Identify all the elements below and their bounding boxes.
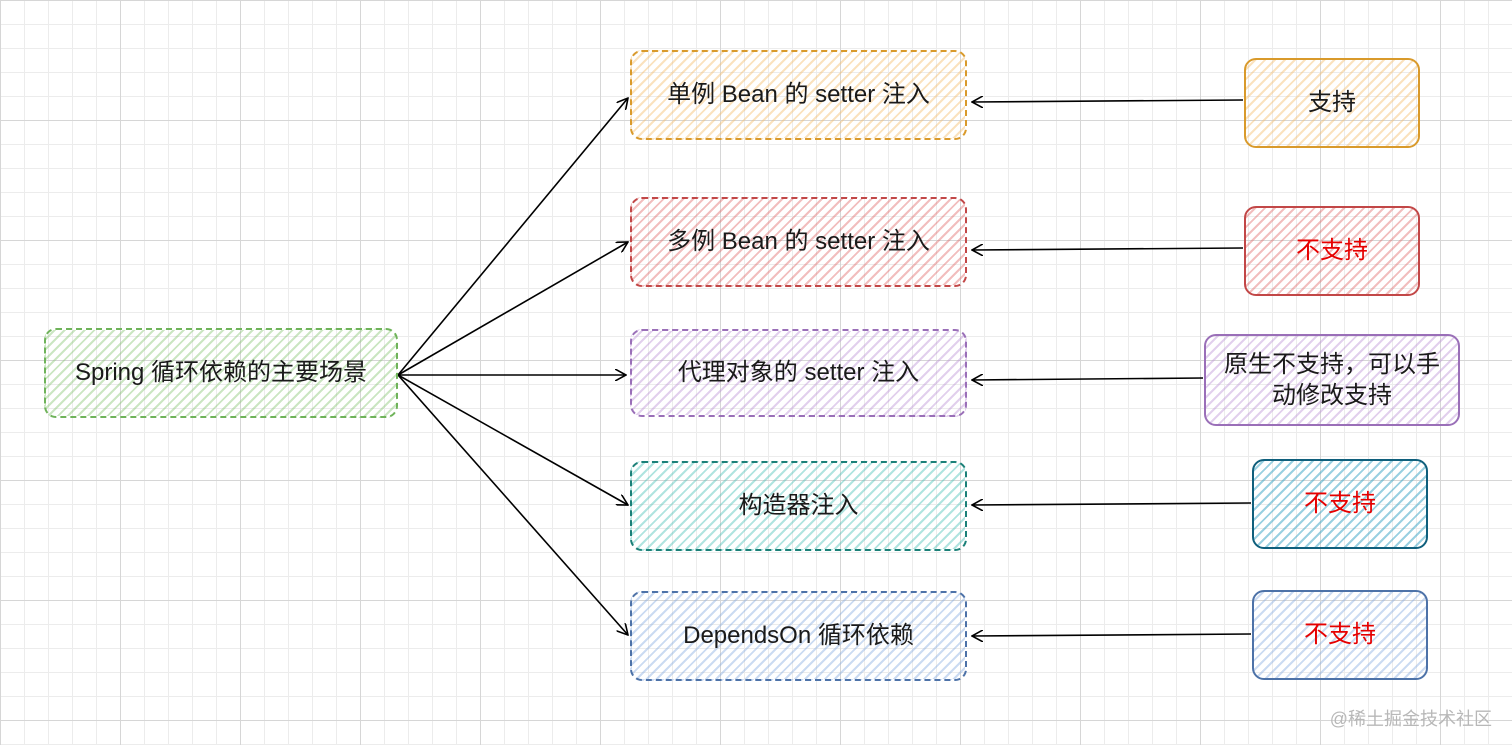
scenario-label: DependsOn 循环依赖 bbox=[683, 622, 914, 650]
scenario-singleton-setter: 单例 Bean 的 setter 注入 bbox=[630, 50, 967, 140]
scenario-dependson: DependsOn 循环依赖 bbox=[630, 591, 967, 681]
arrow-unsupported-to-prototype bbox=[972, 248, 1244, 250]
support-status-constructor: 不支持 bbox=[1252, 459, 1428, 549]
watermark: @稀土掘金技术社区 bbox=[1329, 709, 1492, 729]
status-label-line-1: 原生不支持，可以手 bbox=[1224, 350, 1440, 378]
arrow-root-to-prototype bbox=[397, 242, 628, 376]
status-label: 支持 bbox=[1308, 89, 1356, 117]
root-label: Spring 循环依赖的主要场景 bbox=[74, 359, 368, 387]
arrow-unsupported-to-constructor bbox=[972, 503, 1252, 505]
support-status-singleton: 支持 bbox=[1244, 58, 1420, 148]
arrow-root-to-singleton bbox=[397, 98, 628, 376]
root-node: Spring 循环依赖的主要场景 bbox=[44, 328, 398, 418]
scenario-label: 构造器注入 bbox=[738, 492, 859, 520]
scenario-prototype-setter: 多例 Bean 的 setter 注入 bbox=[630, 197, 967, 287]
arrow-root-to-constructor bbox=[397, 374, 628, 505]
scenario-label: 代理对象的 setter 注入 bbox=[677, 359, 920, 387]
arrow-unsupported-to-dependson bbox=[972, 634, 1252, 636]
status-label: 不支持 bbox=[1304, 490, 1376, 518]
support-status-prototype: 不支持 bbox=[1244, 206, 1420, 296]
scenario-proxy-setter: 代理对象的 setter 注入 bbox=[630, 329, 967, 417]
support-status-proxy: 原生不支持，可以手 动修改支持 bbox=[1204, 334, 1460, 426]
arrow-root-to-dependson bbox=[397, 374, 628, 635]
status-label-line-2: 动修改支持 bbox=[1272, 382, 1392, 409]
arrow-supported-to-singleton bbox=[972, 100, 1244, 102]
support-status-dependson: 不支持 bbox=[1252, 590, 1428, 680]
status-label: 不支持 bbox=[1296, 237, 1368, 265]
scenario-label: 多例 Bean 的 setter 注入 bbox=[667, 228, 930, 256]
scenario-label: 单例 Bean 的 setter 注入 bbox=[667, 81, 930, 109]
status-label: 不支持 bbox=[1304, 621, 1376, 649]
arrow-partial-to-proxy bbox=[972, 378, 1204, 380]
scenario-constructor: 构造器注入 bbox=[630, 461, 967, 551]
